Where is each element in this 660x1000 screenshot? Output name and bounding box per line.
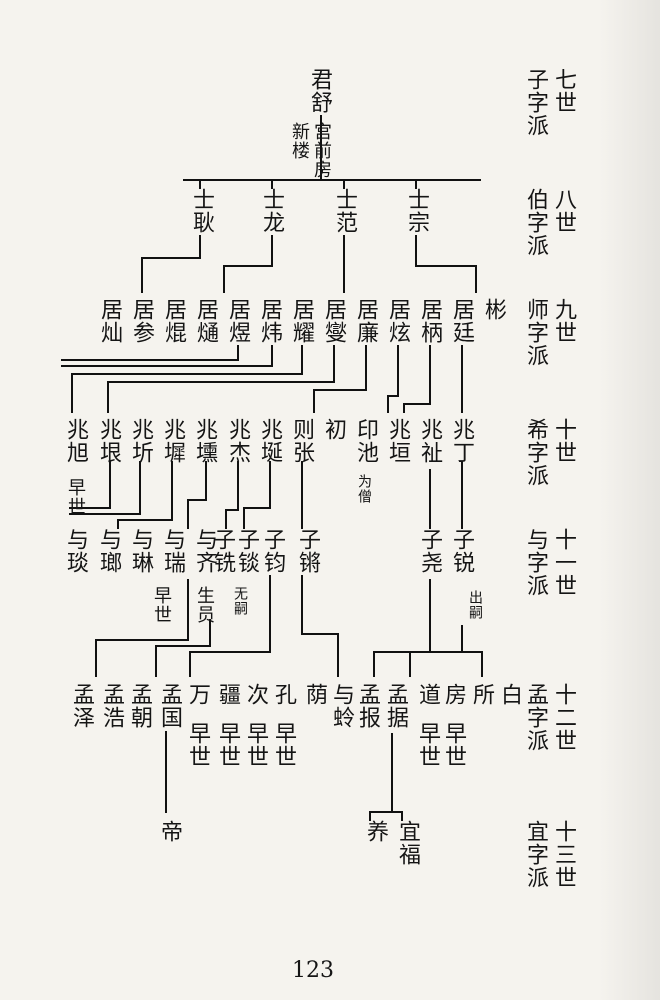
gen9-name: 居焜 <box>161 298 186 344</box>
gen11-name: 子锬 <box>234 528 259 574</box>
gen9-name: 彬 <box>481 298 506 321</box>
generation-label: 七世 <box>551 68 576 114</box>
gen12-name: 孟据 <box>383 683 408 729</box>
gen12-name: 荫 <box>302 683 327 706</box>
gen9-name: 居廷 <box>449 298 474 344</box>
gen8-name: 士范 <box>332 188 357 234</box>
gen12-name: 孟泽 <box>69 683 94 729</box>
gen10-name: 兆丁 <box>449 418 474 464</box>
root-name: 君舒 <box>307 68 332 114</box>
branch-label: 新楼 <box>289 122 310 160</box>
branch-label: 宫前房 <box>311 122 332 179</box>
gen9-name: 居炜 <box>257 298 282 344</box>
gen12-name: 白 <box>497 683 522 706</box>
page-number: 123 <box>292 958 334 983</box>
gen11-name: 与琰 <box>63 528 88 574</box>
gen10-name: 兆祉 <box>417 418 442 464</box>
gen11-note: 早世 <box>151 586 172 624</box>
gen11-name: 与齐 <box>192 528 217 574</box>
generation-pai-label: 与字派 <box>523 528 548 597</box>
gen12-name: 房 <box>441 683 466 706</box>
gen10-name: 兆垠 <box>96 418 121 464</box>
gen11-note: 生员 <box>194 586 215 624</box>
gen11-name: 与瑯 <box>96 528 121 574</box>
gen8-name: 士龙 <box>259 188 284 234</box>
gen9-name: 居参 <box>129 298 154 344</box>
gen10-name: 兆壎 <box>192 418 217 464</box>
gen9-name: 居灿 <box>97 298 122 344</box>
generation-label: 十世 <box>551 418 576 464</box>
gen12-note: 早世 <box>271 722 296 768</box>
generation-pai-label: 子字派 <box>523 68 548 137</box>
gen12-name: 孟报 <box>355 683 380 729</box>
gen12-note: 早世 <box>441 722 466 768</box>
gen9-name: 居廉 <box>353 298 378 344</box>
gen10-name: 则张 <box>289 418 314 464</box>
gen12-name: 次 <box>243 683 268 706</box>
generation-pai-label: 希字派 <box>523 418 548 487</box>
gen8-name: 士耿 <box>189 188 214 234</box>
gen9-name: 居耀 <box>289 298 314 344</box>
gen10-note: 早世 <box>65 478 86 516</box>
gen12-name: 疆 <box>215 683 240 706</box>
gen12-name: 孟朝 <box>127 683 152 729</box>
gen11-name: 与瑞 <box>160 528 185 574</box>
gen9-name: 居炫 <box>385 298 410 344</box>
generation-pai-label: 伯字派 <box>523 188 548 257</box>
gen11-name: 子铣 <box>210 528 235 574</box>
gen9-name: 居燮 <box>321 298 346 344</box>
gen11-name: 子尧 <box>417 528 442 574</box>
gen12-name: 孟国 <box>157 683 182 729</box>
gen10-name: 初 <box>321 418 346 441</box>
gen12-name: 所 <box>469 683 494 706</box>
gen8-name: 士宗 <box>404 188 429 234</box>
gen12-name: 孟浩 <box>99 683 124 729</box>
gen10-name: 兆旭 <box>63 418 88 464</box>
gen12-name: 孔 <box>271 683 296 706</box>
gen11-note: 无嗣 <box>232 586 248 616</box>
gen10-name: 兆埏 <box>257 418 282 464</box>
gen12-note: 早世 <box>215 722 240 768</box>
gen11-name: 子锐 <box>449 528 474 574</box>
gen9-name: 居熥 <box>193 298 218 344</box>
generation-label: 九世 <box>551 298 576 344</box>
gen12-note: 早世 <box>415 722 440 768</box>
gen10-name: 印池 <box>353 418 378 464</box>
gen9-name: 居柄 <box>417 298 442 344</box>
gen12-name: 万 <box>185 683 210 706</box>
gen13-name: 养 <box>363 820 388 843</box>
gen10-name: 兆墀 <box>160 418 185 464</box>
generation-pai-label: 师字派 <box>523 298 548 367</box>
gen12-note: 早世 <box>185 722 210 768</box>
gen12-name: 与蛉 <box>329 683 354 729</box>
gen12-note: 早世 <box>243 722 268 768</box>
gen10-name: 兆杰 <box>225 418 250 464</box>
generation-label: 十三世 <box>551 820 576 889</box>
gen12-name: 道 <box>415 683 440 706</box>
gen13-name: 宜福 <box>395 820 420 866</box>
gen10-name: 兆圻 <box>128 418 153 464</box>
gen10-note: 为僧 <box>356 474 372 504</box>
generation-label: 十二世 <box>551 683 576 752</box>
gen10-name: 兆垣 <box>385 418 410 464</box>
gen11-note: 出嗣 <box>467 590 483 620</box>
generation-label: 十一世 <box>551 528 576 597</box>
generation-pai-label: 孟字派 <box>523 683 548 752</box>
generation-pai-label: 宜字派 <box>523 820 548 889</box>
gen13-name: 帝 <box>157 820 182 843</box>
gen11-name: 与琳 <box>128 528 153 574</box>
gen11-name: 子锵 <box>295 528 320 574</box>
gen9-name: 居煜 <box>225 298 250 344</box>
gen11-name: 子钧 <box>260 528 285 574</box>
generation-label: 八世 <box>551 188 576 234</box>
